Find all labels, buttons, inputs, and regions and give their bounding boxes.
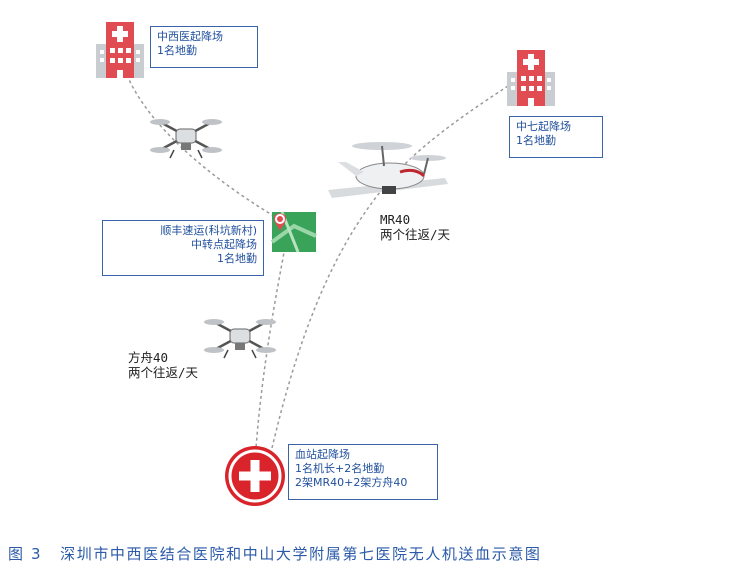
quadcopter-drone-icon bbox=[202, 317, 278, 360]
blood-station-cross-icon bbox=[225, 446, 285, 506]
route-transfer-to-blood bbox=[255, 241, 287, 449]
route-zxy-to-transfer bbox=[126, 74, 285, 223]
fangzhou-route-text: 方舟40 两个往返/天 bbox=[128, 350, 199, 380]
route-blood-to-zq bbox=[271, 81, 515, 449]
figure-number: 图 3 bbox=[8, 545, 43, 563]
transfer-map-icon bbox=[270, 211, 317, 253]
route-lines bbox=[126, 74, 515, 449]
hospital-zxy-label: 中西医起降场 1名地勤 bbox=[150, 26, 258, 68]
hospital-building-icon bbox=[507, 50, 555, 106]
blood-station-label: 血站起降场 1名机长+2名地勤 2架MR40+2架方舟40 bbox=[288, 444, 438, 500]
vtol-drone-icon bbox=[328, 142, 448, 198]
hospital-building-icon bbox=[96, 22, 144, 78]
figure-title: 深圳市中西医结合医院和中山大学附属第七医院无人机送血示意图 bbox=[60, 545, 542, 563]
mr40-route-text: MR40 两个往返/天 bbox=[380, 212, 451, 242]
hospital-zq-label: 中七起降场 1名地勤 bbox=[509, 116, 603, 158]
transfer-label: 顺丰速运(科坑新村) 中转点起降场 1名地勤 bbox=[102, 220, 264, 276]
figure-caption: 图 3 深圳市中西医结合医院和中山大学附属第七医院无人机送血示意图 bbox=[8, 543, 738, 564]
